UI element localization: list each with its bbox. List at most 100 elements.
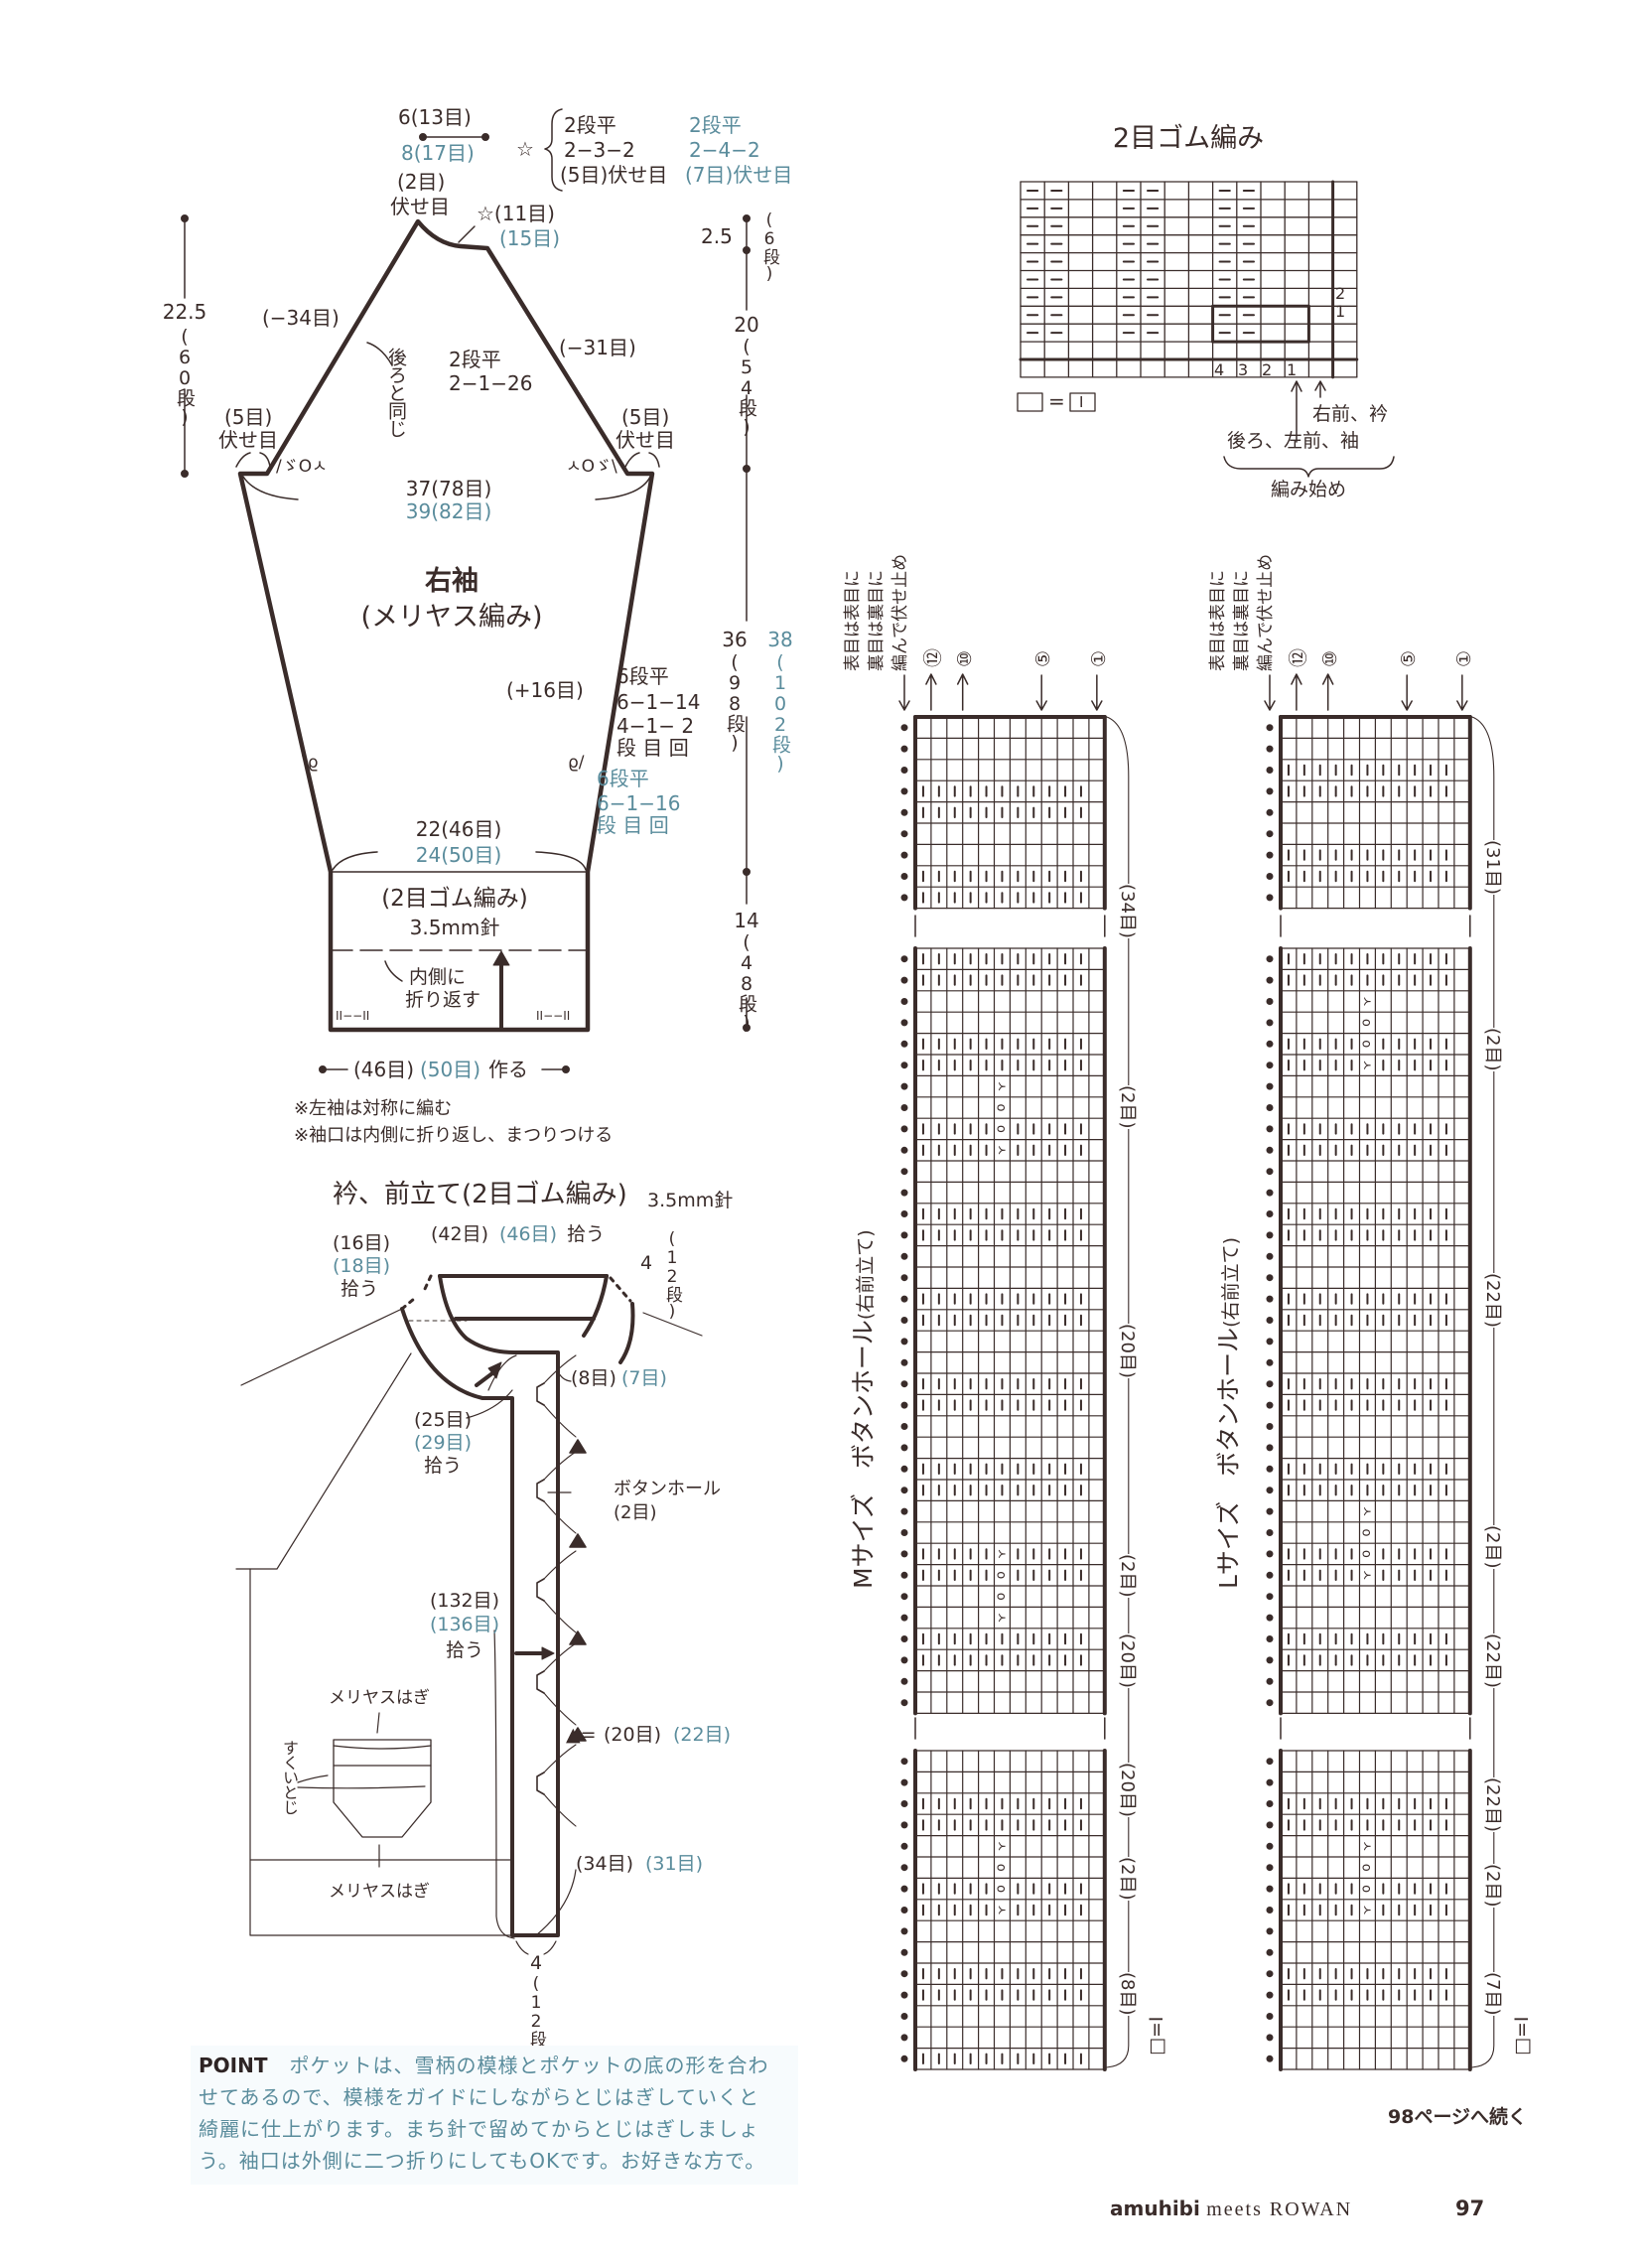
point-label: POINT — [199, 2054, 268, 2077]
k2tog-symbol: ㅅ — [1358, 1060, 1373, 1071]
row-count-label: (20目) — [1112, 1763, 1141, 1817]
sleeve-title: 右袖 — [425, 566, 479, 597]
mid-rows: (54段) — [736, 336, 757, 437]
bind-off-dot — [1266, 1146, 1274, 1154]
k2tog-symbol: ㅅ — [993, 1080, 1008, 1092]
bind-off-dot — [1266, 1699, 1274, 1707]
note-left-sleeve: ※左袖は対称に編む — [294, 1098, 453, 1119]
row-count-label: (7目) — [1477, 1972, 1506, 2016]
chart-header-note: 表目は表目に — [1208, 570, 1228, 671]
row-count-label: (20目) — [1112, 1633, 1141, 1688]
pick16-l: (18目) — [332, 1255, 391, 1277]
bind-off-dot — [900, 1800, 908, 1807]
top-bind-label: 伏せ目 — [390, 195, 450, 218]
k2tog-symbol: ㅅ — [1358, 1505, 1373, 1517]
cuff-length: 14 — [734, 909, 759, 932]
pocket-bottom-label: メリヤスはぎ — [329, 1882, 430, 1902]
bind-off-dot — [900, 1550, 908, 1558]
bind-off-dot — [1266, 851, 1274, 859]
bind-off-dot — [900, 1317, 908, 1324]
chart-title-text: Mサイズ ボタンホール — [849, 1320, 878, 1589]
rib-chart-grid — [1019, 180, 1359, 379]
column-number: ⑫ — [1287, 647, 1309, 667]
k2tog-symbol: ㅅ — [1358, 1905, 1373, 1916]
bind-off-dot — [900, 1019, 908, 1027]
bind-off-dot — [1266, 1571, 1274, 1579]
band-width-m: (8目) — [571, 1367, 616, 1389]
dec-rule-2: 2−1−26 — [449, 371, 533, 395]
bind-off-dot — [900, 1635, 908, 1642]
pocket-top-label: メリヤスはぎ — [329, 1688, 430, 1708]
bind-off-dot — [1266, 1614, 1274, 1622]
top-width-l: 8(17目) — [401, 141, 475, 165]
triangle-marker — [569, 1439, 587, 1454]
page-number: 97 — [1455, 2197, 1485, 2220]
bind5-brace-left — [235, 452, 271, 468]
bind5-left-count: (5目) — [224, 405, 273, 429]
repeat-box — [1211, 304, 1310, 344]
top-width-m: 6(13目) — [398, 105, 472, 129]
chart-header-note: 編んで伏せ止め — [890, 553, 910, 671]
bind-off-dot — [1266, 1125, 1274, 1133]
row-count-label: (2目) — [1112, 1554, 1141, 1598]
inc-rule-l-1: 6段平 — [597, 767, 649, 790]
bind-off-dot — [900, 1970, 908, 1978]
bind-off-dot — [1266, 1635, 1274, 1642]
continued-note: 98ページへ続く — [1388, 2106, 1528, 2128]
sleeve-subtitle: (メリヤス編み) — [360, 602, 543, 633]
buttonhole-pointer — [543, 1744, 577, 1827]
row-count-label: (22目) — [1477, 1273, 1506, 1328]
inc-rule-m-1: 6段平 — [616, 664, 669, 688]
star-brace — [544, 108, 563, 192]
bind-off-dot — [1266, 1885, 1274, 1893]
bind-off-dot — [1266, 1210, 1274, 1217]
bind-off-dot — [900, 1758, 908, 1766]
fold-pointer — [384, 960, 403, 982]
yarn-over-symbol: o — [993, 1125, 1008, 1133]
point-line-2: せてあるので、模様をガイドにしながらとじはぎしていくと — [199, 2085, 759, 2109]
bind-off-dot — [900, 1252, 908, 1260]
cap-width-l: 39(82目) — [405, 499, 492, 523]
k2tog-symbol: ㅅ — [993, 1548, 1008, 1560]
arrow-down-icon — [1091, 674, 1103, 711]
bind-off-dot — [1266, 1358, 1274, 1366]
row-count-label: (2目) — [1477, 1864, 1506, 1908]
top-bind-count: (2目) — [397, 170, 446, 194]
row-count-label: (2目) — [1112, 1085, 1141, 1129]
dec-mark-left: /ゞOㅅ — [276, 457, 328, 477]
bind-off-dot — [900, 1423, 908, 1430]
bind-off-dot — [900, 1778, 908, 1786]
column-number: ⑤ — [1032, 649, 1055, 667]
chart-subtitle: (右前立て) — [855, 1229, 877, 1321]
bind-off-dot — [1266, 1656, 1274, 1664]
bind-off-dot — [1266, 1019, 1274, 1027]
start-label: 編み始め — [1270, 479, 1347, 500]
bind-off-dot — [1266, 1842, 1274, 1850]
row-count-label: (31目) — [1477, 840, 1506, 895]
collar-depth-rows: (12段) — [662, 1229, 682, 1321]
bind-off-dot — [900, 1189, 908, 1197]
bind-off-dot — [900, 1842, 908, 1850]
bind-off-dot — [900, 1358, 908, 1366]
buttonhole-mark — [536, 1670, 545, 1694]
chart-header-note: 編んで伏せ止め — [1256, 553, 1276, 671]
bind-off-dot — [1266, 976, 1274, 984]
chart-legend: □=I — [1510, 2016, 1533, 2055]
inc-rule-m-3: 4−1− 2 — [616, 714, 695, 738]
triangle-marker — [569, 1630, 587, 1645]
bind-off-dot — [900, 1699, 908, 1707]
star-label-m: ☆(11目) — [477, 202, 555, 225]
bind-off-dot — [900, 767, 908, 774]
bind-off-dot — [1266, 767, 1274, 774]
arrow-down-icon — [1456, 674, 1468, 711]
inc-mark-right: ϱ/ — [568, 753, 585, 773]
bind-off-dot — [900, 1210, 908, 1217]
bind-off-dot — [900, 1864, 908, 1872]
chart-title-text: Lサイズ ボタンホール — [1214, 1327, 1243, 1589]
column-number: ① — [1452, 649, 1475, 667]
bind-off-dot — [1266, 1948, 1274, 1956]
start-back-left: 後ろ、左前、袖 — [1227, 430, 1360, 452]
inc-rule-l-2: 6−1−16 — [597, 791, 681, 815]
bind5-right-count: (5目) — [621, 405, 670, 429]
sleeve-outline — [237, 218, 655, 1033]
